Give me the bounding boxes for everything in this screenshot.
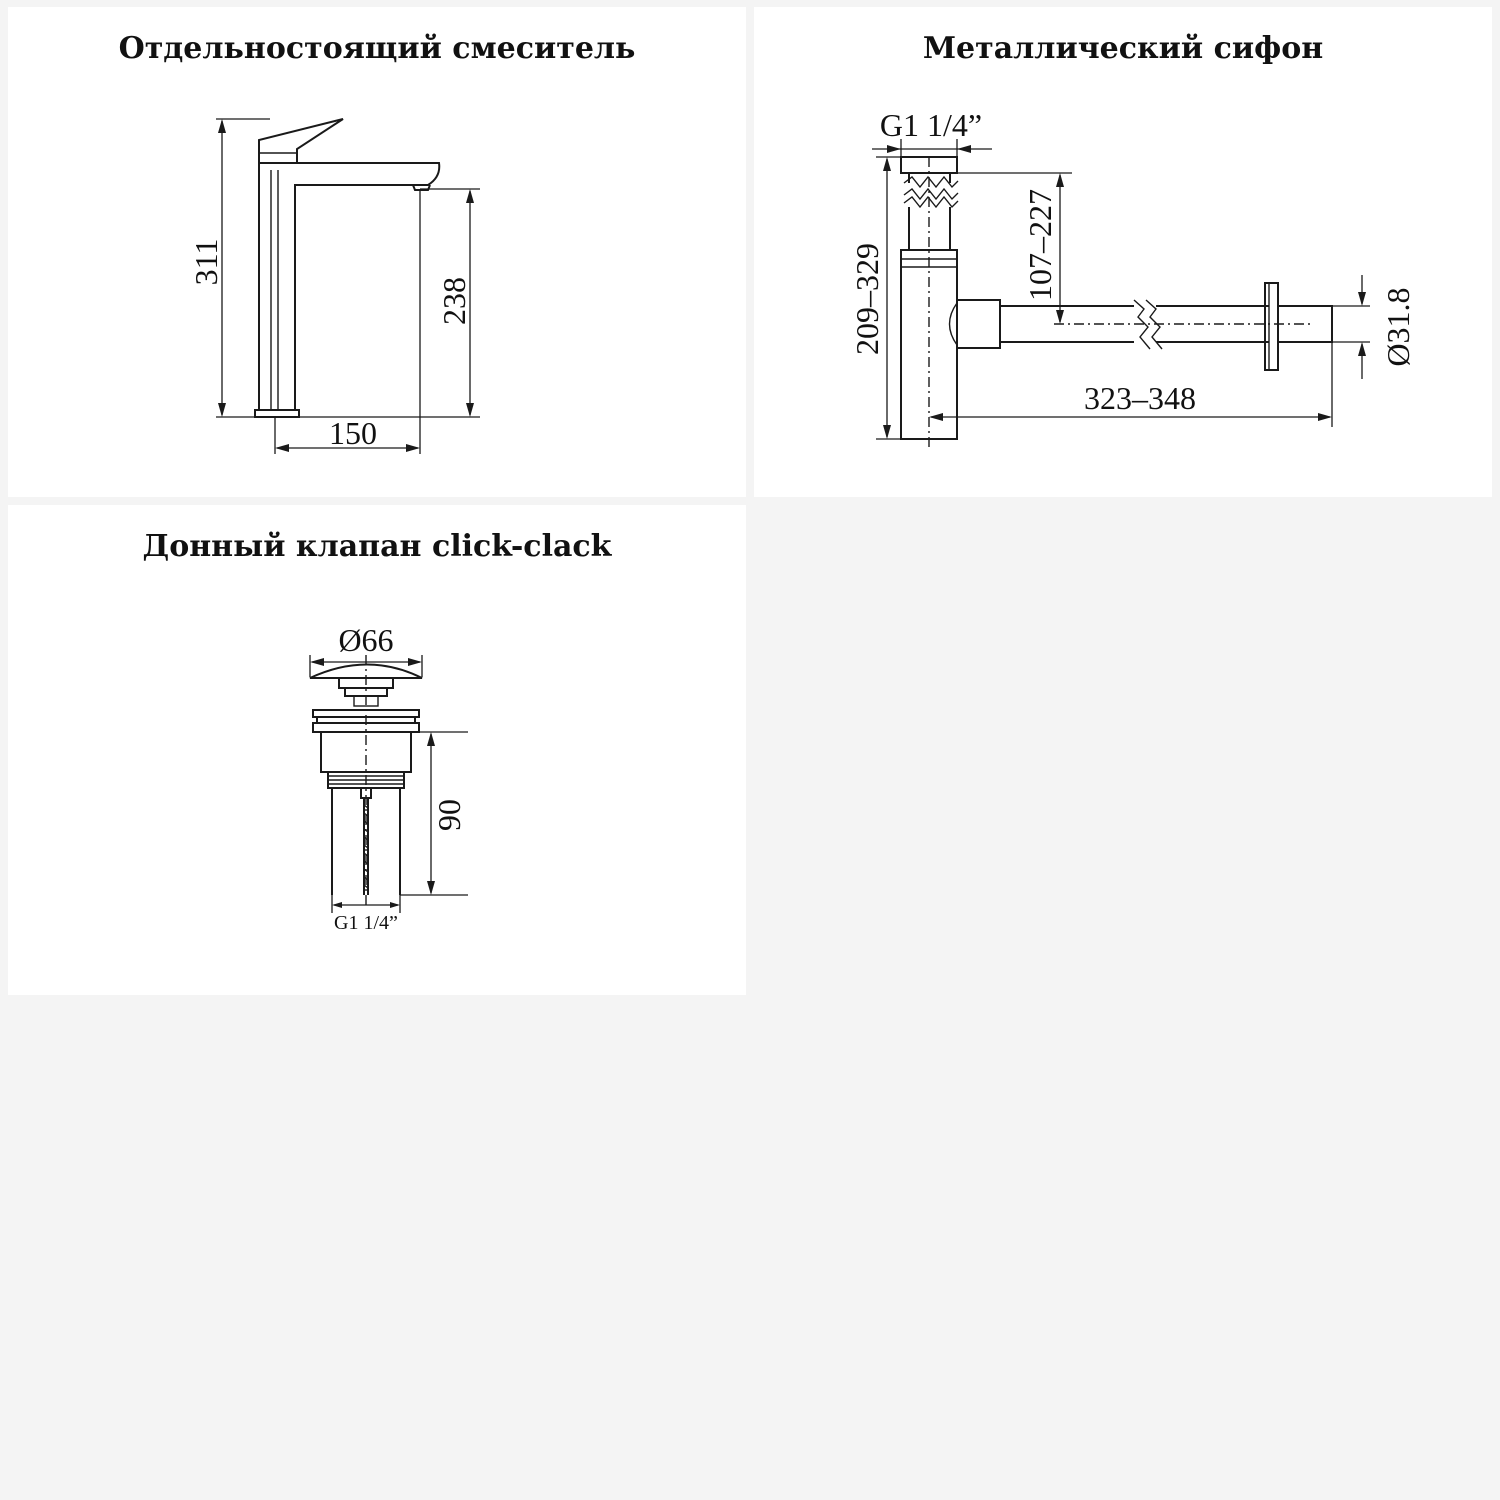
siphon-drawing: G1 1/4” 209–329 107–227 323–348 Ø31.8 bbox=[849, 107, 1416, 447]
faucet-panel: Отдельностоящий смеситель bbox=[8, 7, 746, 497]
faucet-dimensions bbox=[216, 118, 480, 454]
siphon-title: Металлический сифон bbox=[922, 31, 1324, 66]
drain-thread-label: G1 1/4” bbox=[334, 912, 398, 934]
faucet-outline bbox=[254, 118, 441, 418]
siphon-length-label: 323–348 bbox=[1084, 380, 1196, 416]
faucet-drawing: 311 238 150 bbox=[188, 118, 480, 454]
siphon-dimensions bbox=[872, 139, 1370, 440]
siphon-height-label: 209–329 bbox=[849, 243, 885, 355]
drain-panel: Донный клапан click-clack bbox=[8, 505, 746, 995]
faucet-title: Отдельностоящий смеситель bbox=[118, 31, 636, 66]
siphon-outline bbox=[900, 156, 1333, 447]
drain-outline bbox=[309, 655, 423, 905]
drain-dimensions bbox=[309, 655, 468, 913]
drain-diameter-label: Ø66 bbox=[338, 622, 393, 658]
siphon-diameter-label: Ø31.8 bbox=[1380, 287, 1416, 366]
drain-title: Донный клапан click-clack bbox=[142, 529, 612, 564]
faucet-spout-height-label: 238 bbox=[436, 277, 472, 325]
faucet-height-label: 311 bbox=[188, 239, 224, 286]
siphon-thread-label: G1 1/4” bbox=[880, 107, 982, 143]
siphon-inlet-label: 107–227 bbox=[1022, 189, 1058, 301]
siphon-panel: Металлический сифон bbox=[754, 7, 1492, 497]
drain-height-label: 90 bbox=[431, 799, 467, 831]
faucet-reach-label: 150 bbox=[329, 415, 377, 451]
drain-drawing: Ø66 90 G1 1/4” bbox=[309, 622, 468, 934]
